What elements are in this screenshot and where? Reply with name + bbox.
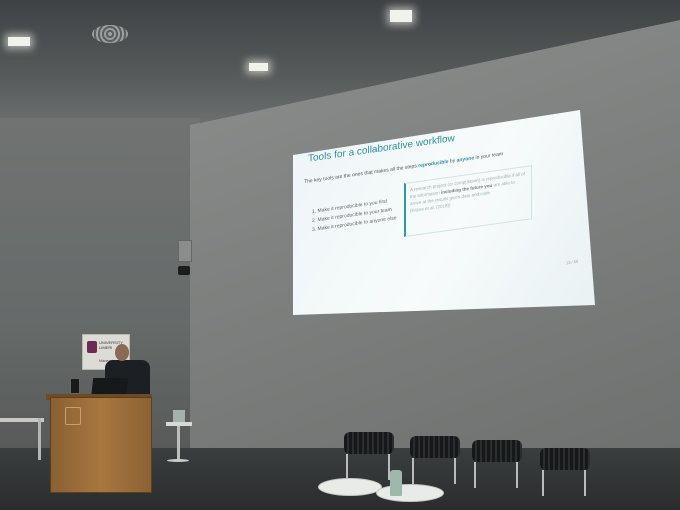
chair-leg xyxy=(542,470,544,496)
chair-leg xyxy=(474,462,476,488)
side-table-leg xyxy=(177,426,180,460)
chair-leg xyxy=(454,458,456,484)
sign-text: UNIVERSITY LIMERI xyxy=(99,340,124,350)
university-logo-icon xyxy=(87,341,97,353)
slide-quote: A research project (or computation) is r… xyxy=(404,165,532,238)
slide-list: 1. Make it reproducible to you first 2. … xyxy=(312,196,397,235)
round-table xyxy=(376,484,444,502)
water-bottles xyxy=(173,410,185,422)
ceiling-vent xyxy=(92,25,128,43)
chair xyxy=(540,448,590,470)
chair xyxy=(472,440,522,462)
chair-leg xyxy=(346,454,348,480)
ceiling-light xyxy=(249,63,268,71)
presenter-head xyxy=(115,344,129,361)
water-bottle xyxy=(390,470,402,496)
phone-icon xyxy=(70,378,80,394)
rail-post xyxy=(38,418,41,460)
crest-icon xyxy=(65,407,81,425)
chair xyxy=(410,436,460,458)
chair-leg xyxy=(584,470,586,496)
side-table-base xyxy=(167,459,189,462)
lectern xyxy=(50,397,152,493)
rail xyxy=(0,418,44,422)
chair-leg xyxy=(388,454,390,480)
sign-motto: Misneach xyxy=(99,359,114,363)
round-table xyxy=(318,478,382,496)
chair-leg xyxy=(516,462,518,488)
ceiling-light xyxy=(8,37,30,46)
chair-leg xyxy=(412,458,414,484)
side-table xyxy=(166,422,192,426)
ceiling-light xyxy=(390,10,412,22)
wall-speaker xyxy=(178,240,192,262)
camera-icon xyxy=(178,266,190,275)
chair xyxy=(344,432,394,454)
